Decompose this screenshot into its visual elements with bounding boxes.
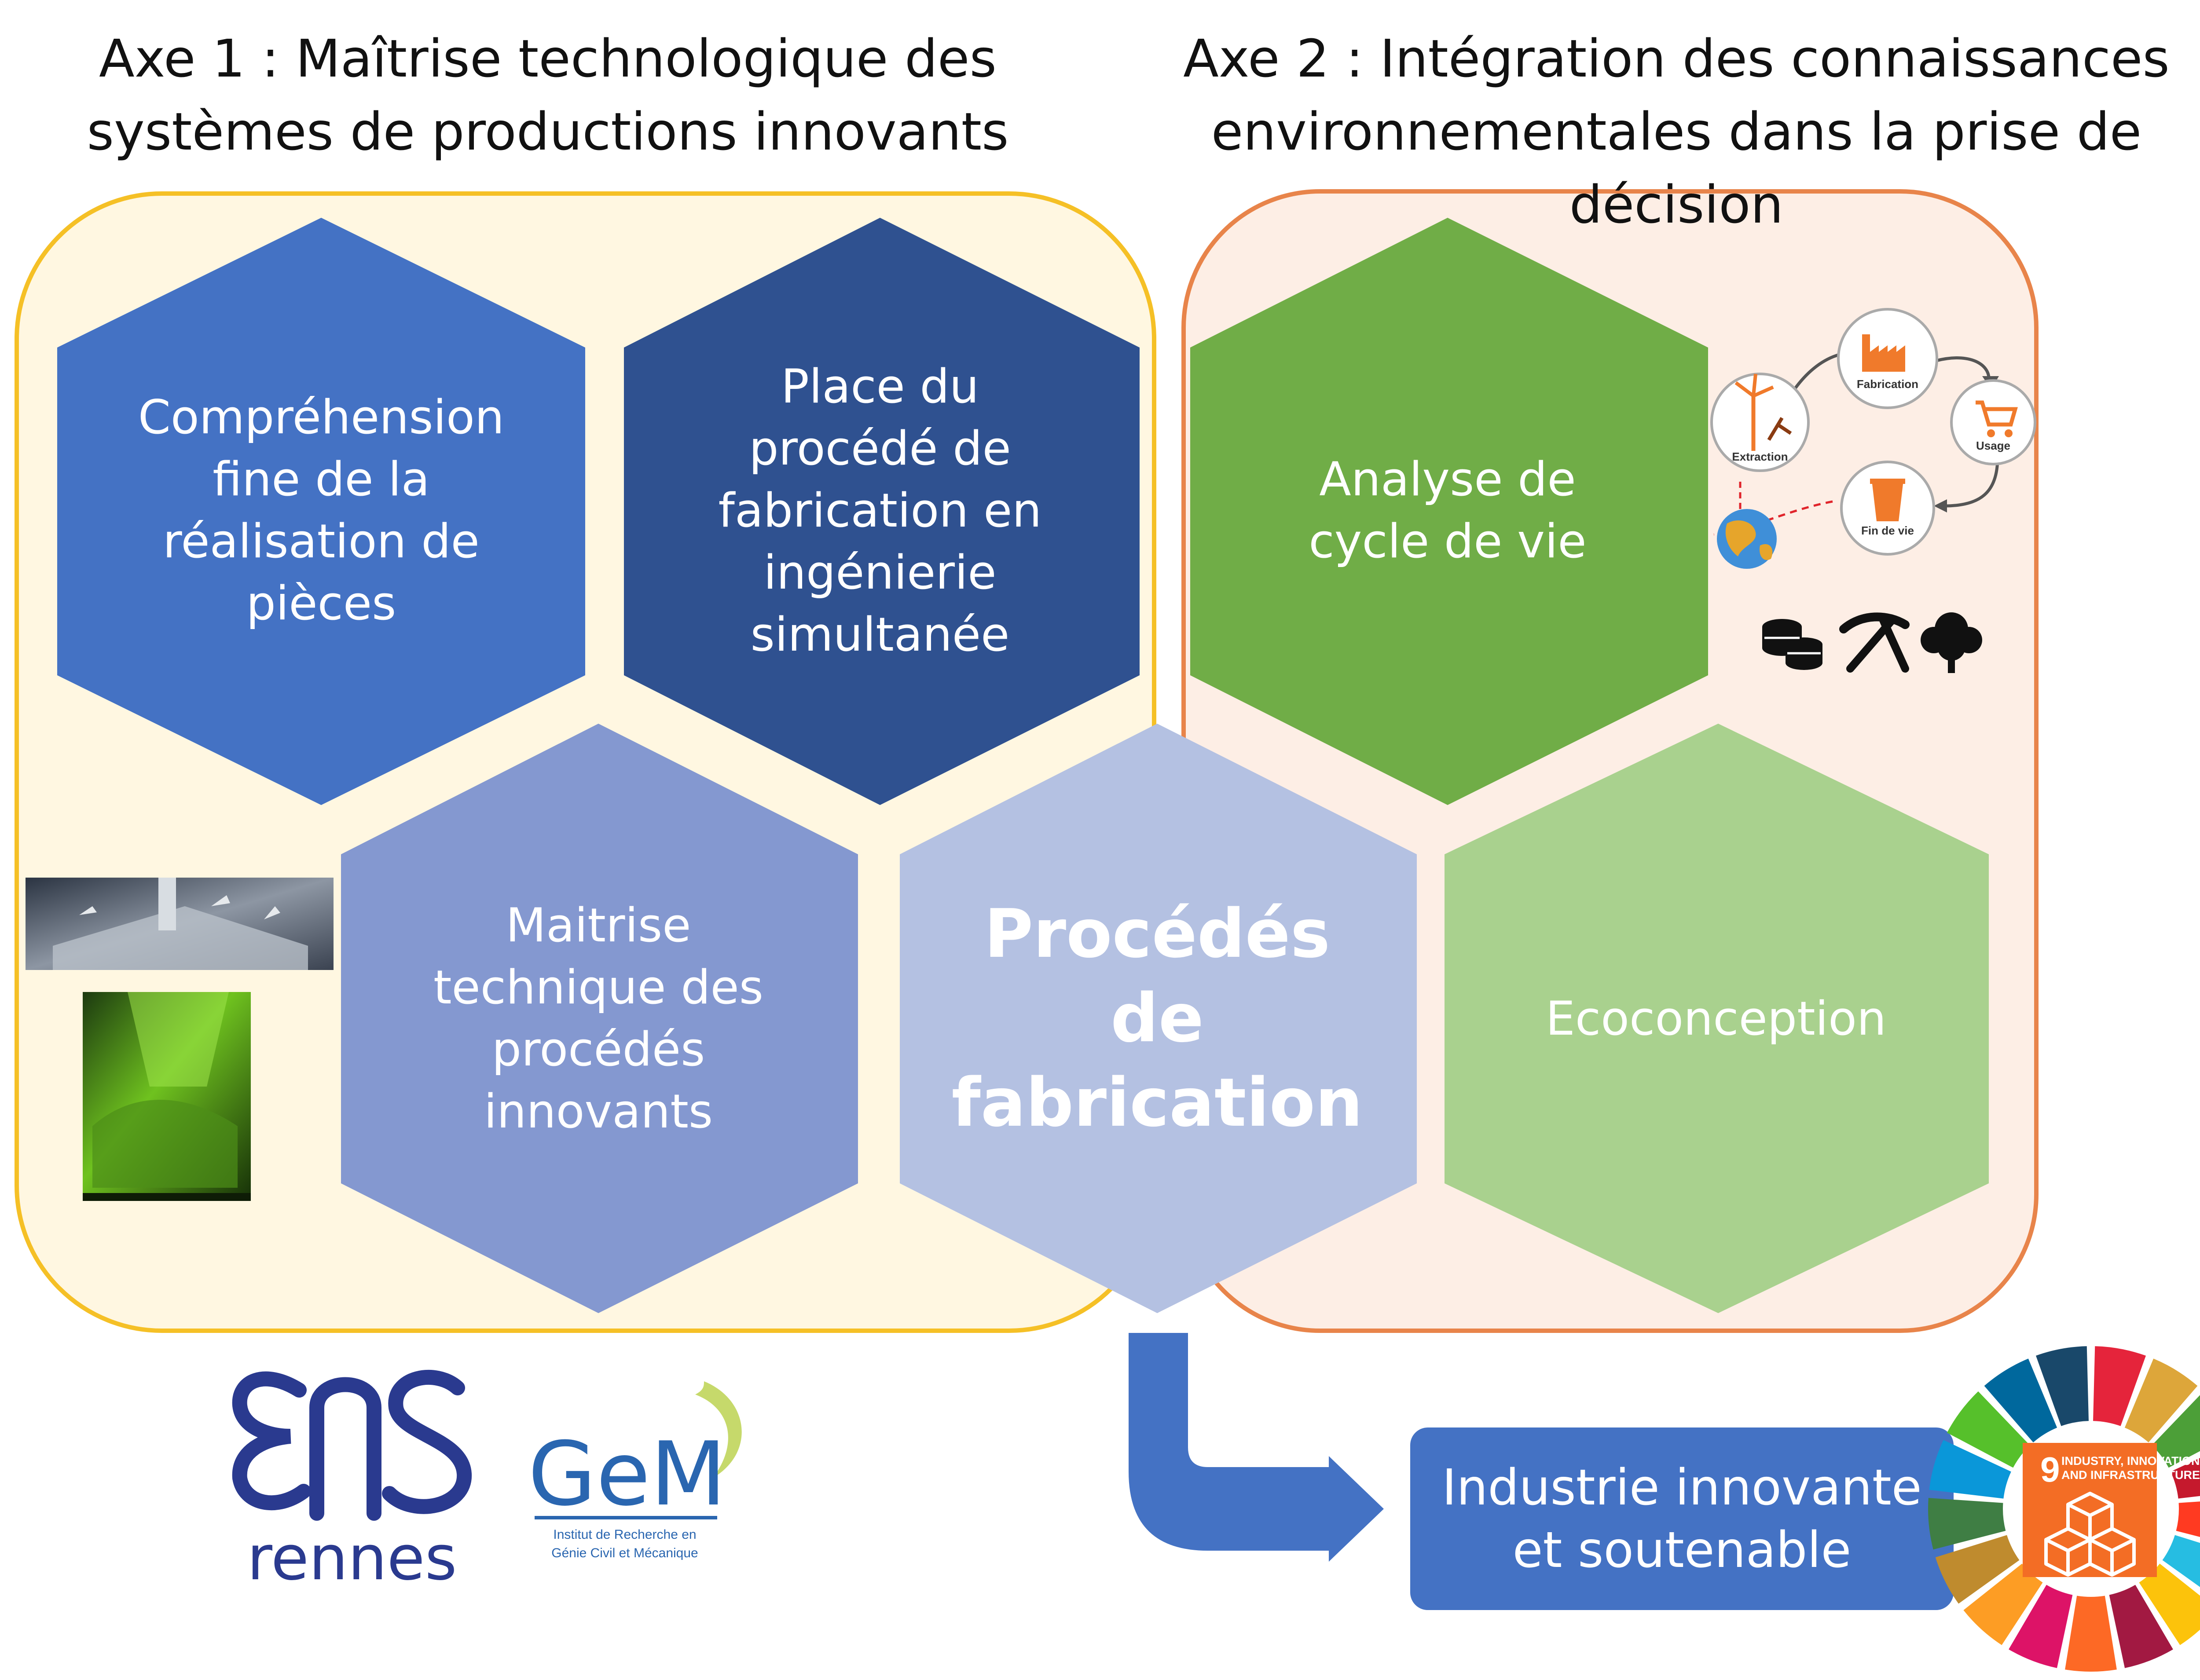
hex-place-line: simultanée [750,607,1010,662]
hex-comprehension-line: réalisation de [163,514,480,568]
sdg-number: 9 [2040,1450,2060,1489]
result-box [1410,1427,1954,1610]
sdg-wheel-segment [2093,1346,2146,1426]
axe1-title-line1: Axe 1 : Maîtrise technologique des [99,28,997,89]
hex-comprehension-label: Compréhension fine de la réalisation de … [79,352,563,669]
ens-city-label: rennes [247,1523,457,1594]
hex-center-line: Procédés [984,895,1331,973]
sdg-wheel-segment [2036,1346,2089,1426]
tree-icon [1921,612,1982,673]
axe2-title: Axe 2 : Intégration des connaissances en… [1104,22,2200,241]
hex-comprehension-line: Compréhension [138,390,505,444]
axe2-title-line1: Axe 2 : Intégration des connaissances [1183,28,2170,89]
sdg-wheel-segment [2065,1596,2117,1672]
sdg-wheel-segment [1929,1440,2011,1499]
hex-place-line: Place du [781,359,979,414]
stage-fabrication-label: Fabrication [1857,377,1918,391]
sdg-wheel-segment [2162,1535,2200,1587]
extraction-stage-icon [1710,373,1810,472]
result-label: Industrie innovante et soutenable [1415,1432,1949,1606]
gem-tagline-line1: Institut de Recherche en [553,1527,696,1542]
axe1-title-line2: systèmes de productions innovants [87,101,1009,162]
hex-acv-line: cycle de vie [1309,514,1587,568]
axe2-title-line2: environnementales dans la prise de décis… [1211,101,2142,235]
sdg-wheel-segment [1928,1498,2006,1550]
hex-analyse-cycle-de-vie [1190,218,1708,805]
hex-place-line: ingénierie [763,545,997,600]
hex-maitrise-technique [341,724,858,1313]
hex-center-line: de [1111,979,1204,1057]
hex-eco-line: Ecoconception [1545,991,1887,1046]
sdg-wheel-segment [1984,1358,2057,1442]
lifecycle-diagram: Fabrication Usage Fin de vie Extraction [1710,308,2036,569]
ens-rennes-logo [232,1370,472,1521]
coins-icon [1762,619,1822,670]
gem-logo: GeM Institut de Recherche en Génie Civil… [528,1381,742,1560]
earth-icon [1717,509,1777,569]
hex-procedes-de-fabrication [900,724,1417,1313]
sdg-wheel-segment [1947,1391,2030,1468]
gem-tagline-line2: Génie Civil et Mécanique [551,1546,698,1560]
sdg-wheel-segment [2139,1563,2200,1645]
sdg-wheel-segment [2152,1395,2200,1468]
hex-place-procede [624,218,1140,805]
cube-icon [2044,1492,2136,1577]
hex-place-line: procédé de [749,421,1011,476]
hex-place-line: fabrication en [718,483,1042,538]
sdg-wheel [1928,1346,2200,1672]
hex-comprehension [57,218,585,805]
sdg-wheel-segment [1935,1535,2020,1604]
sdg-title-line2: AND INFRASTRUCTURE [2061,1468,2200,1482]
hex-acv-line: Analyse de [1319,452,1576,506]
sdg-wheel-segment [2009,1585,2073,1668]
sdg-wheel-segment [2124,1358,2198,1442]
hex-maitrise-line: procédés [491,1022,705,1076]
laser-photo [83,992,251,1201]
hex-ecoconception [1445,724,1989,1313]
hex-maitrise-label: Maitrise technique des procédés innovant… [361,860,836,1177]
usage-stage-icon [1950,379,2036,465]
result-line1: Industrie innovante [1442,1459,1922,1516]
ens-brand-name: ENS [338,1440,366,1455]
hex-center-label: Procédés de fabrication [915,860,1399,1177]
hex-center-line: fabrication [951,1064,1363,1142]
sdg-wheel-segment [2109,1585,2173,1668]
hex-acv-label: Analyse de cycle de vie [1210,352,1685,669]
result-line2: et soutenable [1512,1521,1852,1579]
sdg-wheel-segment [2176,1501,2200,1537]
hex-comprehension-line: pièces [246,576,396,630]
stage-extraction-label: Extraction [1732,450,1788,463]
machining-photo [26,878,334,970]
hex-maitrise-line: technique des [433,960,763,1014]
gem-brand-name: GeM [528,1423,726,1526]
axe1-title: Axe 1 : Maîtrise technologique des systè… [35,22,1060,168]
hex-maitrise-line: innovants [484,1084,713,1138]
hex-comprehension-line: fine de la [213,452,430,506]
sdg-wheel-segment [2171,1458,2200,1499]
outcome-arrow [1129,1333,1384,1562]
stage-fin-de-vie-label: Fin de vie [1861,524,1914,537]
hex-eco-label: Ecoconception [1465,860,1967,1177]
hex-maitrise-line: Maitrise [506,898,691,952]
pickaxe-icon [1839,612,1910,673]
sdg-title-line1: INDUSTRY, INNOVATION [2061,1454,2200,1468]
stage-usage-label: Usage [1976,439,2010,452]
sdg-wheel-segment [1963,1563,2043,1645]
hex-place-label: Place du procédé de fabrication en ingén… [642,352,1118,669]
